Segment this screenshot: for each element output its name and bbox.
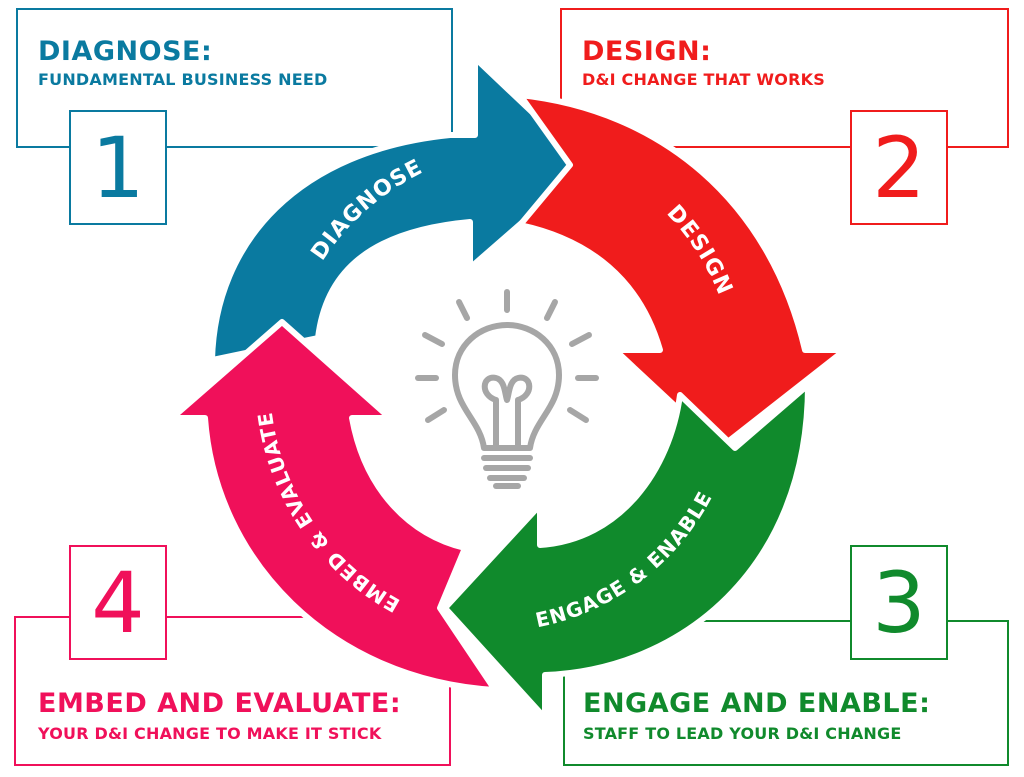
embed-evaluate-arrow [169,319,498,693]
step-3-number-box: 3 [850,545,948,660]
step-1-number: 1 [91,118,145,217]
design-arrow [517,92,848,451]
step-2-panel: DESIGN: D&I CHANGE THAT WORKS [560,8,1009,148]
step-4-number: 4 [91,553,145,652]
step-2-number-box: 2 [850,110,948,225]
step-2-number: 2 [872,118,926,217]
step-3-subtitle: STAFF TO LEAD YOUR D&I CHANGE [583,724,902,743]
diagnose-arrow [209,55,591,363]
step-4-number-box: 4 [69,545,167,660]
step-3-panel: ENGAGE AND ENABLE: STAFF TO LEAD YOUR D&… [563,620,1009,766]
step-3-number: 3 [872,553,926,652]
step-2-title: DESIGN: [582,36,712,67]
step-4-subtitle: YOUR D&I CHANGE TO MAKE IT STICK [38,724,382,743]
step-1-panel: DIAGNOSE: FUNDAMENTAL BUSINESS NEED [16,8,453,148]
lightbulb-icon [415,289,599,489]
step-2-subtitle: D&I CHANGE THAT WORKS [582,70,825,89]
step-1-subtitle: FUNDAMENTAL BUSINESS NEED [38,70,328,89]
step-4-panel: EMBED AND EVALUATE: YOUR D&I CHANGE TO M… [14,616,451,766]
step-1-title: DIAGNOSE: [38,36,213,67]
step-4-title: EMBED AND EVALUATE: [38,688,402,719]
step-3-title: ENGAGE AND ENABLE: [583,688,931,719]
engage-enable-arrow [442,382,811,721]
step-1-number-box: 1 [69,110,167,225]
